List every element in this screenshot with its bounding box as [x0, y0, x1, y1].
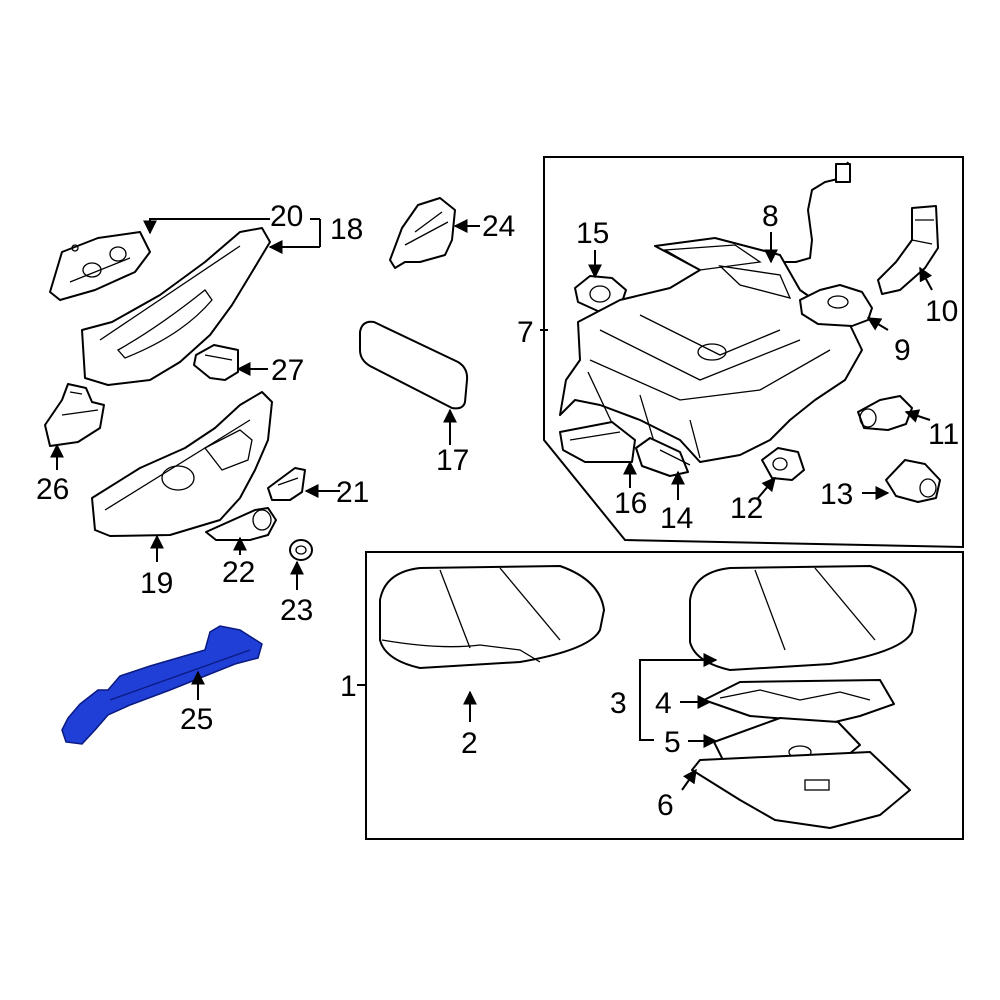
part-27-clip[interactable] — [193, 344, 239, 381]
callout-21: 21 — [336, 476, 369, 509]
part-12-motor[interactable] — [761, 447, 805, 481]
part-19-inner-shield[interactable] — [91, 391, 273, 537]
seat-cushion-group-box — [365, 551, 964, 840]
callout-23: 23 — [280, 594, 313, 627]
callout-24: 24 — [482, 210, 515, 243]
callout-11: 11 — [928, 418, 959, 451]
callout-22: 22 — [222, 556, 255, 589]
callout-16: 16 — [614, 487, 647, 520]
callout-9: 9 — [894, 334, 911, 367]
seat-frame-group-box — [543, 156, 964, 549]
part-25-rail-cover[interactable] — [61, 625, 263, 745]
callout-13: 13 — [820, 478, 853, 511]
part-17-pad[interactable] — [359, 320, 469, 410]
callout-8: 8 — [762, 200, 779, 233]
callout-4: 4 — [655, 687, 672, 720]
callout-25: 25 — [180, 703, 213, 736]
callout-3: 3 — [610, 687, 627, 720]
part-14-motor[interactable] — [635, 437, 691, 477]
callout-14: 14 — [660, 502, 693, 535]
callout-15: 15 — [576, 217, 609, 250]
callout-27: 27 — [271, 354, 304, 387]
part-9-lumbar-unit[interactable] — [799, 284, 873, 327]
part-23-knob[interactable] — [289, 539, 313, 561]
callout-12: 12 — [730, 492, 763, 525]
part-18-outer-shield[interactable] — [81, 227, 271, 386]
part-10-duct[interactable] — [877, 205, 939, 295]
part-7-seat-frame[interactable] — [559, 237, 863, 463]
leader-lines — [50, 218, 933, 791]
callout-6: 6 — [657, 789, 674, 822]
part-26-bracket[interactable] — [44, 383, 105, 447]
callout-10: 10 — [925, 295, 958, 328]
callout-1: 1 — [340, 670, 357, 703]
callout-26: 26 — [36, 473, 69, 506]
part-6-board[interactable] — [691, 751, 911, 829]
part-8-cable[interactable] — [739, 161, 851, 263]
callout-2: 2 — [461, 727, 478, 760]
callout-20: 20 — [270, 200, 303, 233]
part-2-cushion-cover[interactable] — [379, 565, 605, 669]
part-22-cover[interactable] — [205, 507, 277, 541]
callout-5: 5 — [664, 726, 681, 759]
part-20-switch-bezel[interactable] — [49, 231, 151, 301]
part-3-cushion-assembly[interactable] — [689, 565, 917, 671]
part-11-motor[interactable] — [857, 395, 913, 431]
part-13-motor[interactable] — [885, 459, 941, 503]
part-21-clip[interactable] — [267, 467, 306, 501]
part-16-module[interactable] — [559, 421, 636, 463]
callout-19: 19 — [140, 567, 173, 600]
callout-17: 17 — [436, 444, 469, 477]
callout-7: 7 — [517, 316, 534, 349]
callout-numbers: 20 18 24 27 26 21 19 22 23 17 25 15 8 7 … — [36, 200, 959, 822]
part-24-trim[interactable] — [389, 197, 456, 269]
callout-18: 18 — [330, 213, 363, 246]
part-4-heater-mat[interactable] — [703, 679, 895, 723]
